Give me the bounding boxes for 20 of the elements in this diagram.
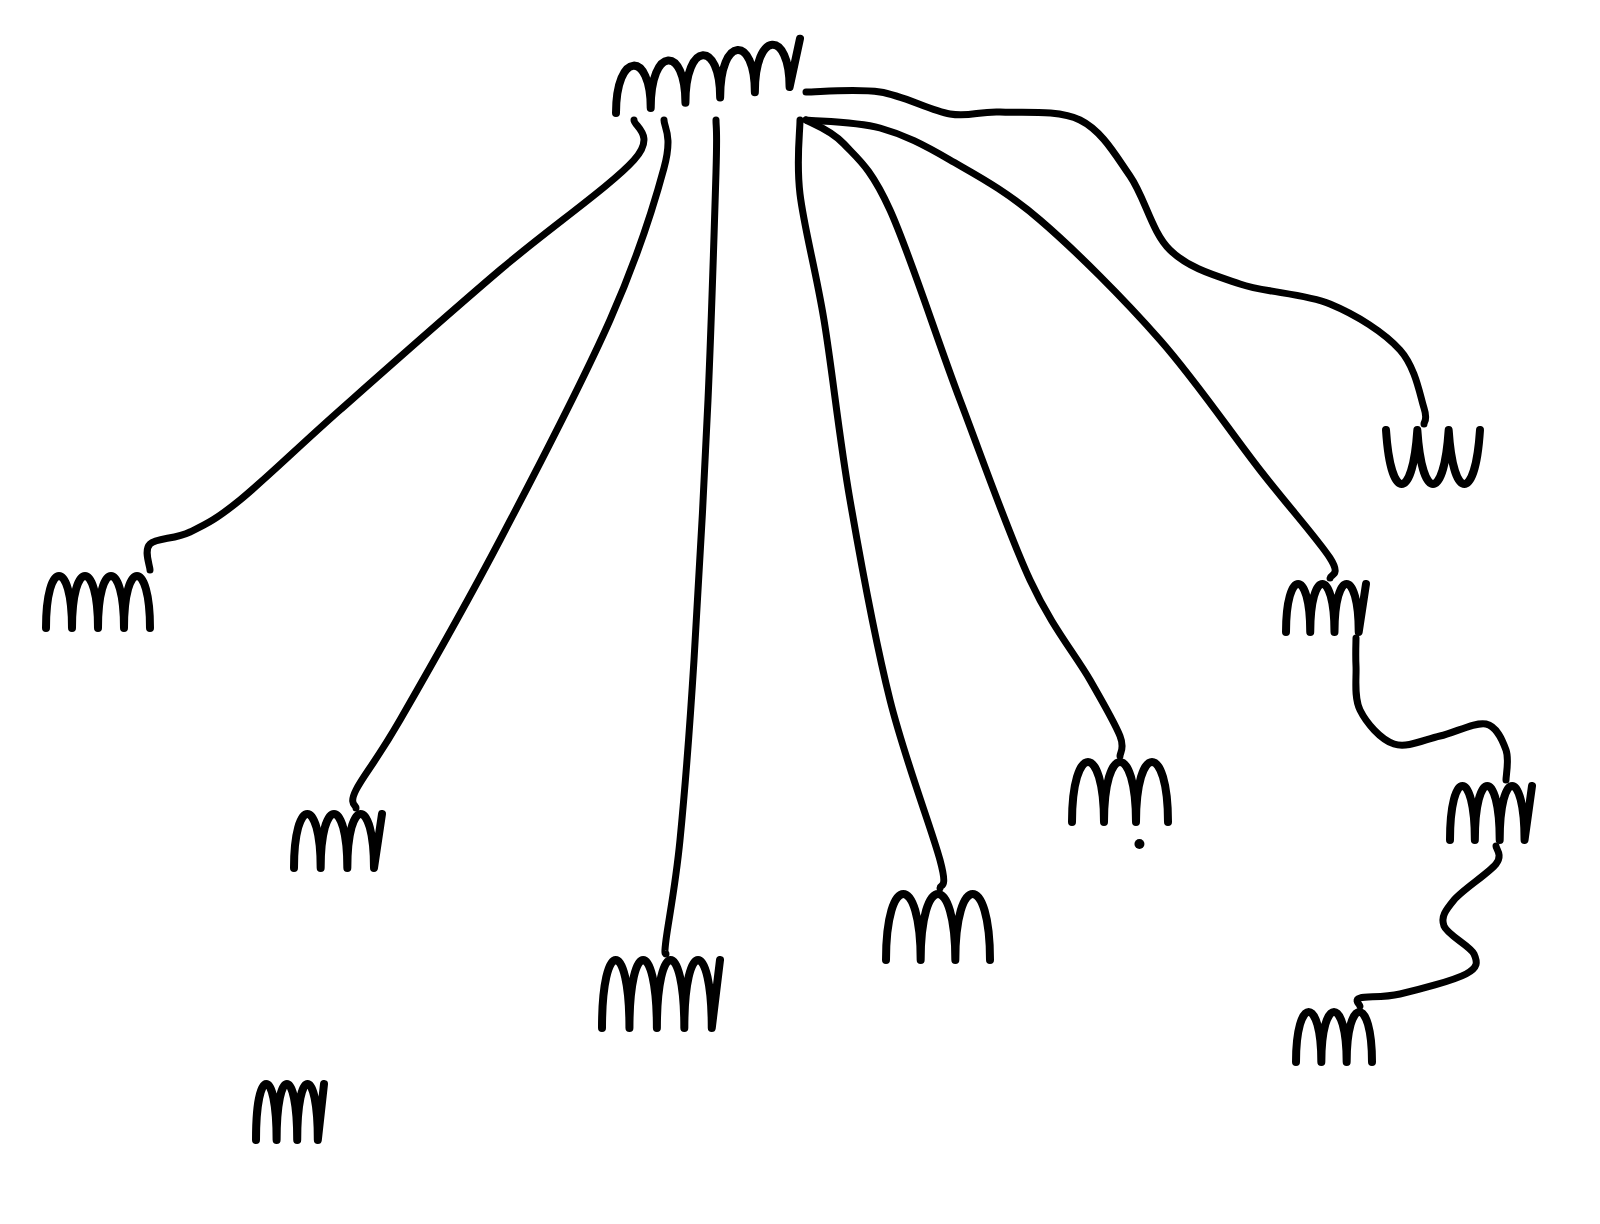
handwritten-scribble	[880, 888, 996, 966]
connector-line	[661, 116, 721, 958]
connector-line	[143, 116, 648, 574]
connector-line	[802, 116, 1339, 582]
handwritten-scribble	[288, 808, 388, 874]
connector-line	[1353, 842, 1503, 1010]
connector-line	[1352, 634, 1511, 784]
handwritten-scribble	[1444, 780, 1538, 846]
connector-line	[802, 116, 1126, 760]
handwritten-scribble	[1290, 1006, 1378, 1068]
handwritten-scribble	[40, 570, 156, 634]
handwritten-scribble	[1280, 578, 1372, 638]
connector-line	[349, 116, 672, 812]
handwritten-scribble	[1066, 756, 1174, 852]
connector-line	[802, 86, 1430, 428]
handwritten-scribble	[610, 36, 806, 120]
handwritten-scribble	[250, 1078, 330, 1146]
connector-line	[794, 116, 948, 892]
handwritten-scribble	[596, 954, 726, 1034]
handwritten-scribble	[1380, 424, 1486, 490]
